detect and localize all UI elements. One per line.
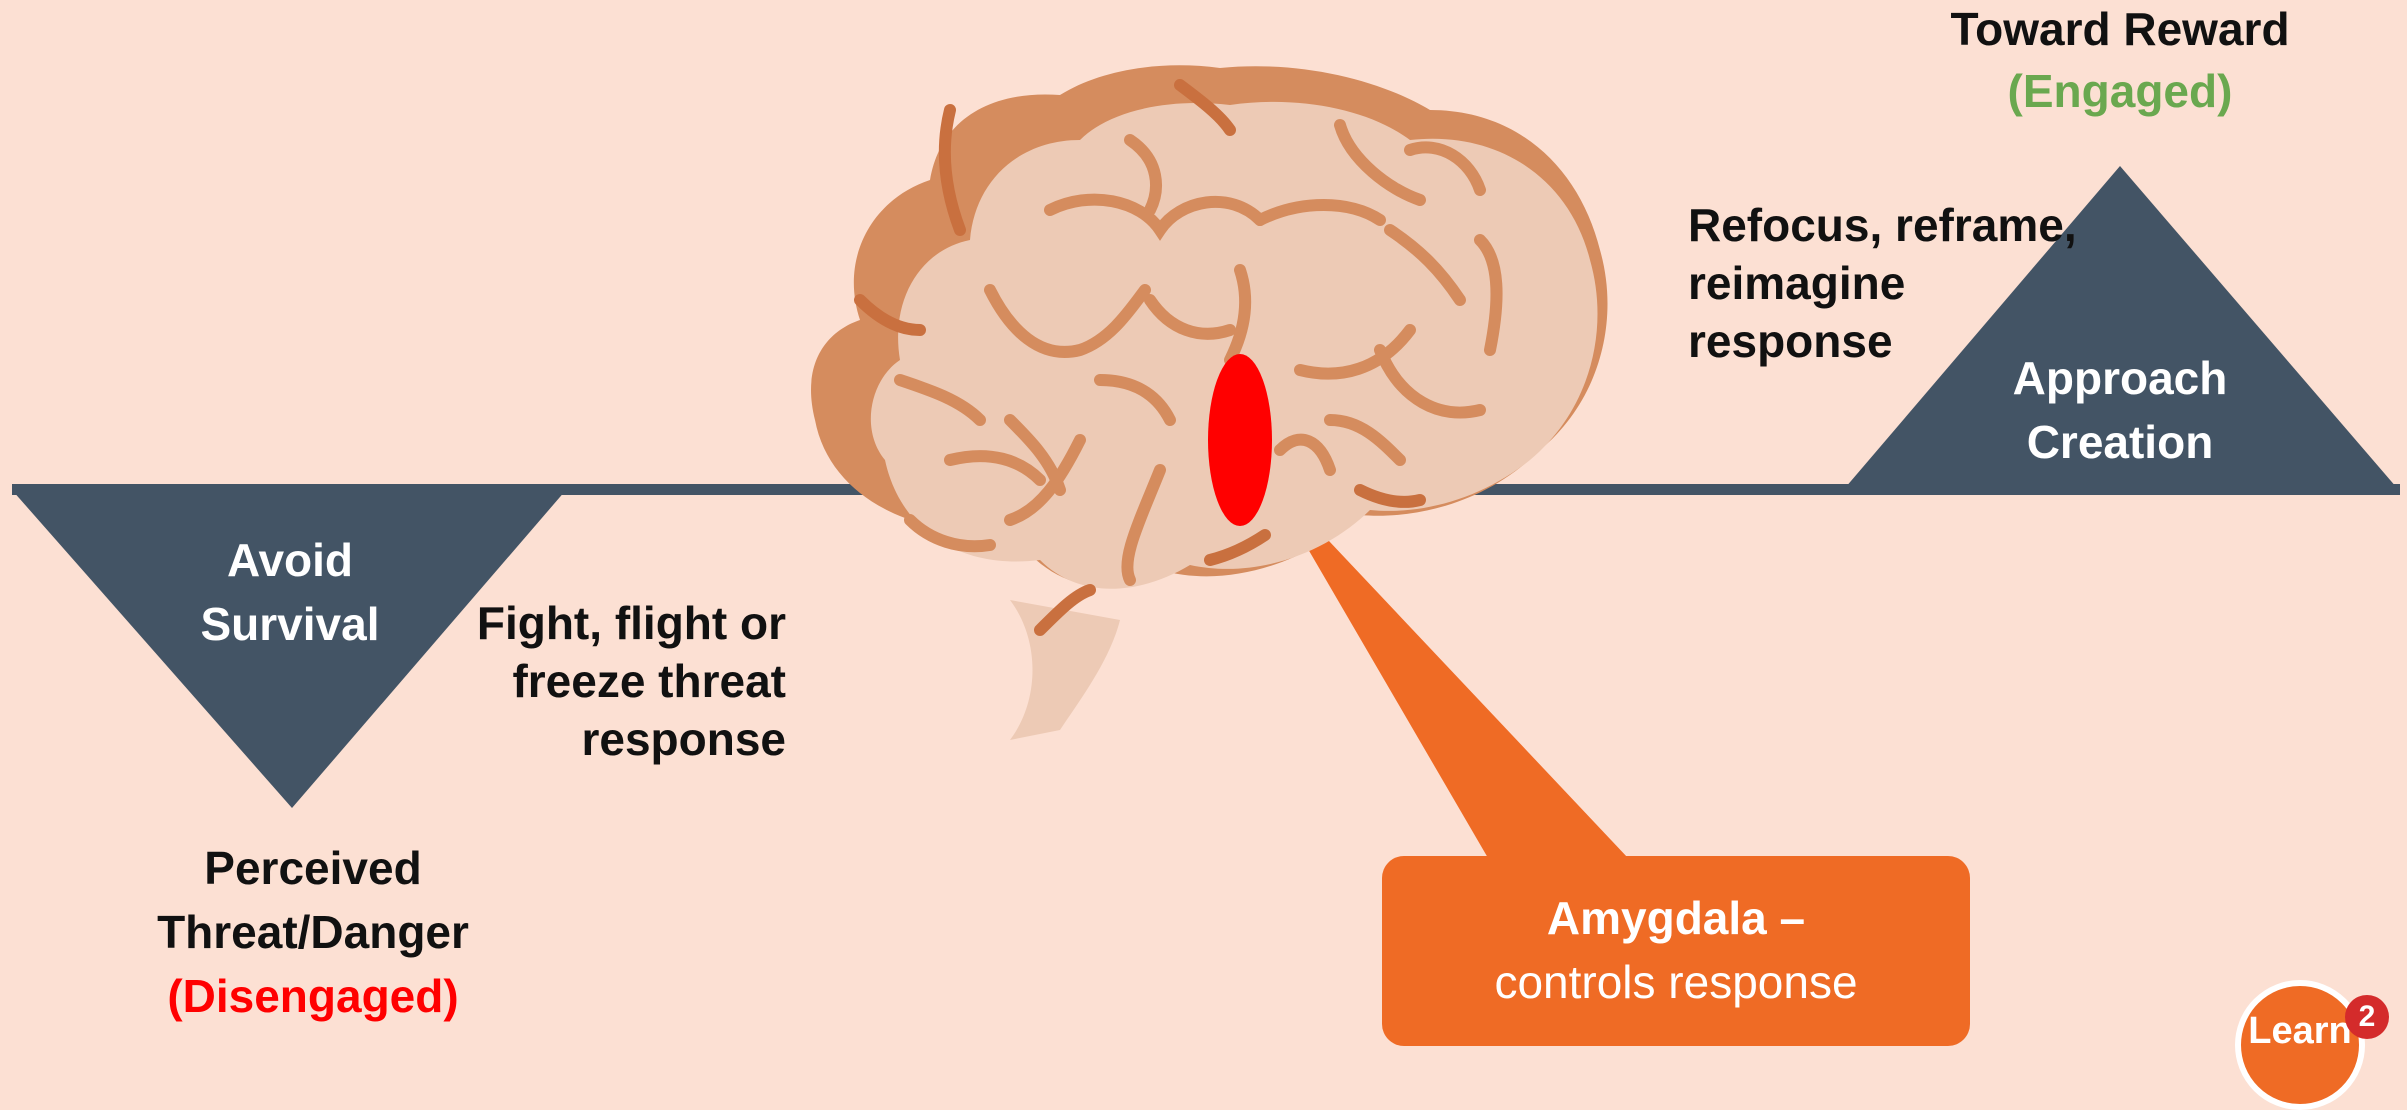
approach-creation-label: Approach Creation [1930, 346, 2310, 474]
learn-badge-icon[interactable]: Learn [2235, 980, 2365, 1110]
callout-title: Amygdala – [1382, 886, 1970, 950]
amygdala-callout: Amygdala – controls response [1382, 856, 1970, 1046]
learn-badge-label: Learn [2248, 1010, 2351, 1052]
notification-count-badge: 2 [2345, 995, 2389, 1039]
disengaged-status: (Disengaged) [100, 964, 526, 1028]
brain-icon [811, 65, 1607, 740]
engaged-status: (Engaged) [1900, 62, 2340, 120]
callout-subtitle: controls response [1382, 950, 1970, 1014]
amygdala-marker [1208, 354, 1272, 526]
refocus-text: Refocus, reframe, reimagine response [1688, 196, 2108, 370]
toward-reward-title: Toward Reward [1900, 0, 2340, 58]
avoid-survival-label: Avoid Survival [130, 528, 450, 656]
perceived-threat-text: Perceived Threat/Danger (Disengaged) [100, 836, 526, 1028]
fight-flight-text: Fight, flight or freeze threat response [420, 594, 786, 768]
